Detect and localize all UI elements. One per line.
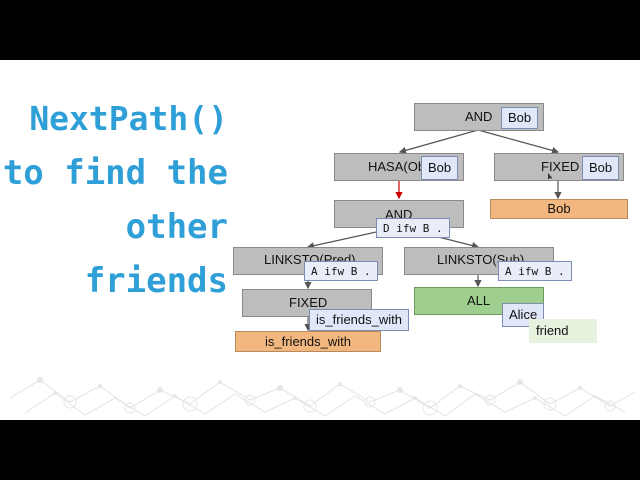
- bob-result-node: Bob: [490, 199, 628, 219]
- title-line-4: friends: [84, 261, 228, 301]
- hasa-label: HASA(Ob: [368, 159, 426, 174]
- sub-quad-tag: A ifw B .: [498, 261, 572, 281]
- fixed-bottom-node: FIXED: [242, 289, 372, 317]
- mouse-cursor-icon: [548, 173, 552, 179]
- and-root-label: AND: [465, 109, 493, 124]
- fixed-value-tag: is_friends_with: [309, 309, 409, 331]
- fixed-bottom-label: FIXED: [289, 295, 328, 310]
- network-pattern-decoration: [9, 377, 636, 417]
- title-line-3: other: [125, 207, 228, 247]
- hasa-bob-tag: Bob: [421, 156, 459, 180]
- all-label: ALL: [467, 293, 491, 308]
- fixed-bob-tag: Bob: [582, 156, 620, 180]
- is-friends-with-result-node: is_friends_with: [235, 331, 381, 352]
- edge-and-hasa: [398, 129, 479, 154]
- and-root-bob-tag: Bob: [501, 107, 539, 129]
- edge-and-fixed: [477, 129, 560, 154]
- iterator-tree-edges: [304, 129, 562, 332]
- title-line-1: NextPath(): [29, 99, 228, 138]
- fixed-top-label: FIXED: [541, 159, 580, 174]
- title-line-2: to find the: [2, 153, 228, 193]
- slide-title: NextPath() to find the other friends: [3, 92, 228, 308]
- slide: NextPath() to find the other friends AND…: [0, 60, 640, 420]
- and-mid-quad-tag: D ifw B .: [376, 218, 450, 238]
- friend-tag: friend: [529, 319, 597, 343]
- pred-quad-tag: A ifw B .: [304, 261, 378, 281]
